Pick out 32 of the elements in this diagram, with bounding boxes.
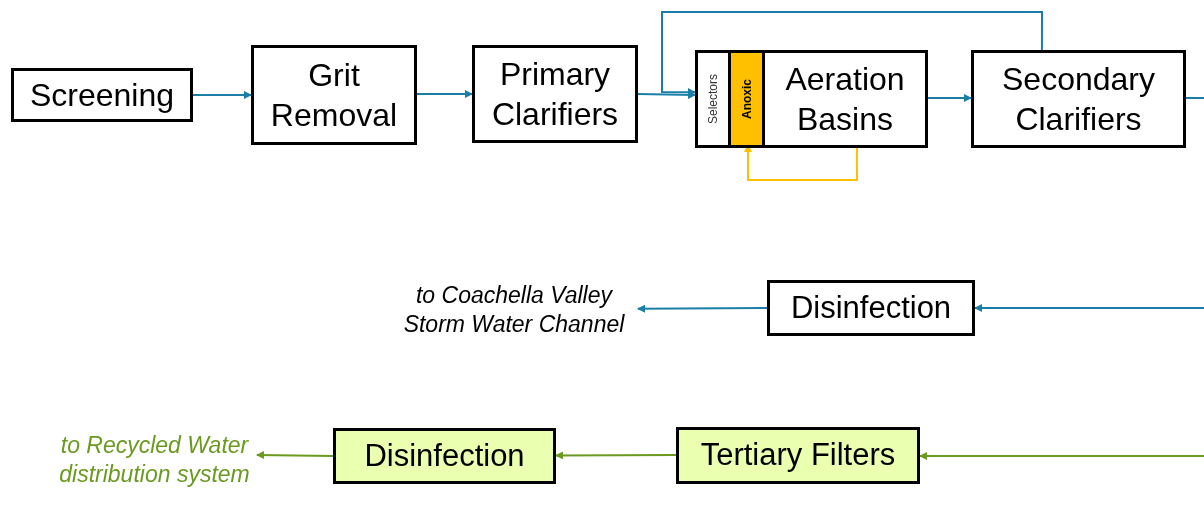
arrow bbox=[637, 90, 696, 99]
process-box bbox=[767, 280, 975, 336]
process-box bbox=[472, 45, 638, 143]
node-label: Aeration Basins bbox=[784, 60, 906, 139]
node-label: to Recycled Water distribution system bbox=[58, 430, 251, 489]
process-box bbox=[251, 45, 417, 145]
arrow bbox=[637, 304, 768, 313]
node-label: Disinfection bbox=[790, 288, 952, 327]
node-label: Tertiary Filters bbox=[700, 436, 896, 475]
arrow bbox=[661, 11, 1043, 97]
arrow bbox=[555, 451, 677, 460]
process-box bbox=[11, 68, 193, 122]
vertical-label: Selectors bbox=[705, 74, 721, 124]
arrow bbox=[256, 451, 334, 460]
process-box bbox=[971, 50, 1186, 148]
arrow bbox=[927, 94, 972, 102]
arrow bbox=[974, 304, 1204, 312]
connector-line bbox=[1185, 97, 1204, 99]
node-label: Grit Removal bbox=[269, 56, 399, 135]
arrow bbox=[919, 452, 1204, 461]
node-label: Primary Clarifiers bbox=[490, 55, 620, 134]
process-box bbox=[695, 50, 928, 148]
node-label: Disinfection bbox=[364, 436, 525, 475]
arrow bbox=[416, 90, 473, 98]
process-box bbox=[676, 427, 920, 484]
process-box bbox=[731, 53, 765, 145]
arrow bbox=[192, 91, 252, 99]
vertical-label: Anoxic bbox=[738, 79, 755, 119]
node-label: to Coachella Valley Storm Water Channel bbox=[402, 281, 626, 339]
node-label: Screening bbox=[29, 76, 175, 114]
process-box bbox=[333, 428, 556, 484]
node-label: Secondary Clarifiers bbox=[1001, 60, 1156, 139]
